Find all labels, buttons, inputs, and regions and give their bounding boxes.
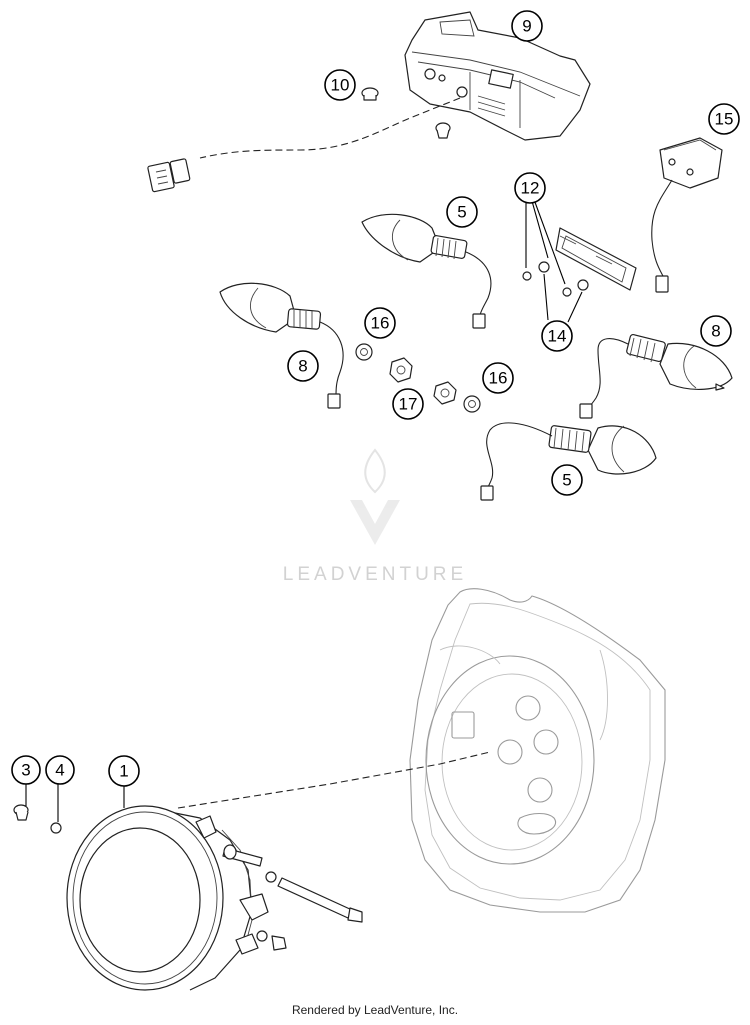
callout-12: 12 — [514, 172, 546, 204]
headlight-mount-line — [177, 751, 491, 809]
nut-17-upper — [389, 357, 413, 383]
svg-text:16: 16 — [489, 369, 508, 388]
turn-signal-8-right-wire — [587, 338, 629, 409]
headlight-bolt-long — [277, 877, 363, 923]
washer-14a — [538, 261, 550, 273]
callout-5-upper: 5 — [446, 196, 478, 228]
screw-10b — [435, 122, 451, 139]
svg-text:8: 8 — [298, 357, 307, 376]
headlight — [66, 805, 269, 991]
callout-9: 9 — [511, 10, 543, 42]
svg-text:14: 14 — [548, 327, 567, 346]
turn-signal-5-upper-wire — [465, 251, 492, 317]
screw-10 — [361, 87, 379, 101]
footer-credit: Rendered by LeadVenture, Inc. — [291, 1003, 459, 1017]
license-plate-light — [659, 137, 723, 189]
callout-10: 10 — [324, 69, 356, 101]
washer-14b — [577, 279, 589, 291]
tail-light-connector — [147, 158, 191, 193]
turn-signal-5-upper — [361, 213, 468, 263]
license-light-connector — [655, 275, 669, 293]
nut-17-lower — [433, 381, 457, 405]
washer-headlight-lower — [256, 930, 268, 942]
callout-16-upper: 16 — [364, 307, 396, 339]
callout-5-lower: 5 — [551, 464, 583, 496]
turn-signal-8-left — [219, 282, 322, 333]
mounting-bracket — [555, 227, 637, 291]
callout-8-right: 8 — [700, 315, 732, 347]
washer-4 — [50, 822, 62, 834]
callout-16-lower: 16 — [482, 362, 514, 394]
callout-3: 3 — [11, 755, 41, 785]
turn-signal-8-right — [626, 333, 733, 391]
washer-headlight — [265, 871, 277, 883]
leadventure-logo — [350, 448, 400, 545]
screw-3 — [13, 804, 29, 821]
svg-text:5: 5 — [562, 471, 571, 490]
svg-text:5: 5 — [457, 203, 466, 222]
leader-12b — [531, 193, 566, 285]
svg-text:15: 15 — [715, 110, 734, 129]
turn-signal-5-upper-connector — [472, 313, 486, 329]
svg-text:3: 3 — [21, 761, 30, 780]
tail-light-wire — [199, 97, 461, 159]
callout-1: 1 — [108, 755, 140, 787]
washer-16-upper — [355, 343, 373, 361]
leader-12c — [529, 193, 549, 259]
callout-15: 15 — [708, 103, 740, 135]
washer-16-lower — [463, 395, 481, 413]
turn-signal-5-lower-connector — [480, 485, 494, 501]
callout-14: 14 — [541, 320, 573, 352]
svg-text:12: 12 — [521, 179, 540, 198]
nut-12a — [522, 271, 532, 281]
callout-8-left: 8 — [287, 350, 319, 382]
svg-text:4: 4 — [55, 761, 64, 780]
turn-signal-8-left-connector — [327, 393, 341, 409]
nut-12b — [562, 287, 572, 297]
svg-text:1: 1 — [119, 762, 128, 781]
svg-text:9: 9 — [522, 17, 531, 36]
leader-14a — [543, 273, 549, 321]
tail-light-assembly — [404, 11, 591, 141]
turn-signal-5-lower — [548, 425, 657, 475]
watermark-text: LEADVENTURE — [283, 564, 467, 585]
svg-text:8: 8 — [711, 322, 720, 341]
svg-text:16: 16 — [371, 314, 390, 333]
turn-signal-8-left-wire — [319, 321, 344, 397]
headlight-mask — [409, 588, 666, 913]
leader-14b — [567, 291, 583, 323]
callout-4: 4 — [45, 755, 75, 785]
svg-text:10: 10 — [331, 76, 350, 95]
headlight-pin — [222, 844, 263, 867]
turn-signal-5-lower-wire — [486, 422, 553, 489]
bolt-headlight-lower — [271, 935, 287, 951]
turn-signal-8-right-connector — [579, 403, 593, 419]
license-light-wire — [651, 179, 673, 279]
svg-text:17: 17 — [399, 395, 418, 414]
callout-17: 17 — [392, 388, 424, 420]
